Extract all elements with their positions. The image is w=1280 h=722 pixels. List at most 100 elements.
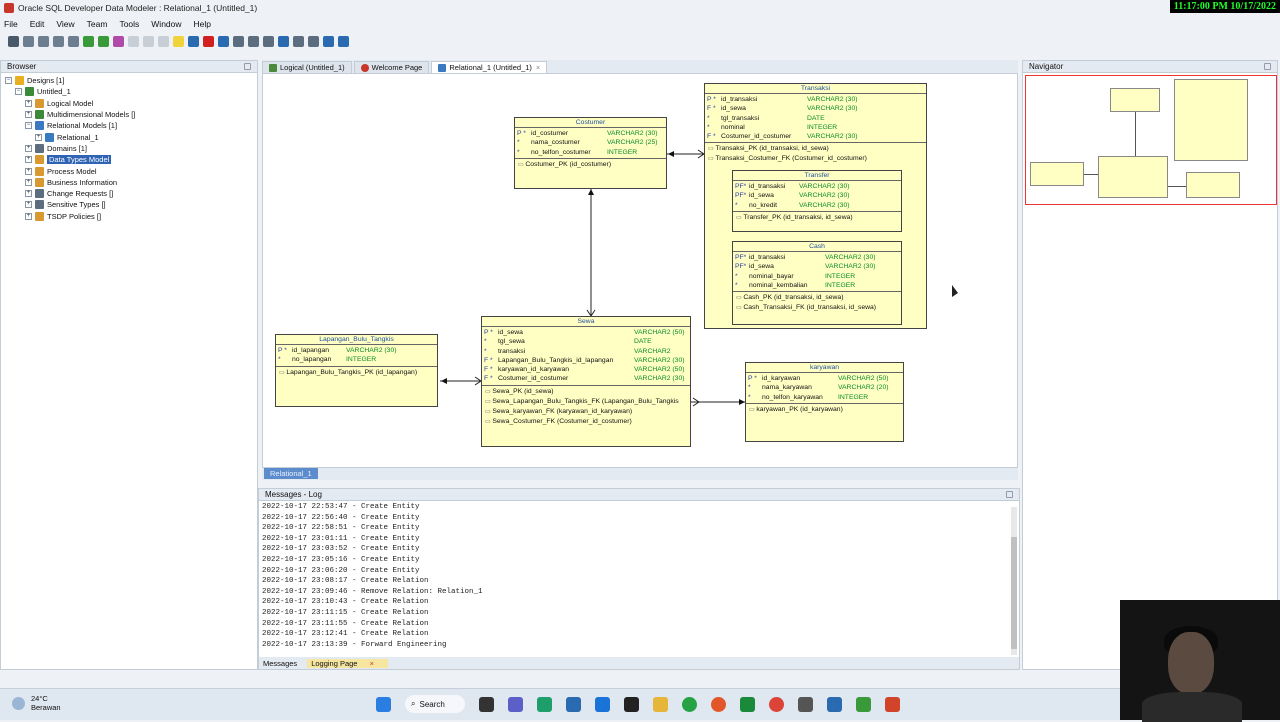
select-icon[interactable]: [8, 35, 19, 47]
taskbar-search[interactable]: ⌕Search: [405, 695, 465, 713]
delete-icon[interactable]: [203, 35, 214, 47]
picture-icon[interactable]: [143, 35, 154, 47]
expand-icon[interactable]: +: [25, 201, 32, 209]
notion-icon[interactable]: [624, 696, 639, 712]
menu-file[interactable]: File: [4, 18, 18, 29]
navigator-thumbnail[interactable]: [1025, 75, 1277, 205]
expand-icon[interactable]: +: [25, 156, 32, 164]
recorder-icon[interactable]: [885, 696, 900, 712]
firefox-icon[interactable]: [711, 696, 726, 712]
tab-messages[interactable]: Messages: [263, 658, 298, 668]
whatsapp-icon[interactable]: [682, 696, 697, 712]
tree-item[interactable]: +Data Types Model: [5, 154, 257, 165]
store-icon[interactable]: [566, 696, 581, 712]
expand-icon[interactable]: +: [25, 99, 32, 107]
engineer-icon[interactable]: [113, 35, 124, 47]
menu-edit[interactable]: Edit: [29, 18, 45, 29]
refresh-icon[interactable]: [278, 35, 289, 47]
task-view-icon[interactable]: [479, 696, 494, 712]
tab-relational-subview[interactable]: Relational_1: [264, 468, 318, 479]
windows-start-icon[interactable]: [376, 696, 391, 712]
tree-item[interactable]: +Domains [1]: [5, 143, 257, 154]
tab-logical[interactable]: Logical (Untitled_1): [262, 61, 352, 73]
arrow-right-icon[interactable]: [98, 35, 109, 47]
close-icon[interactable]: ×: [535, 62, 541, 72]
minimize-icon[interactable]: [244, 63, 251, 70]
tree-item[interactable]: +Multidimensional Models []: [5, 109, 257, 120]
split-icon[interactable]: [53, 35, 64, 47]
line-icon[interactable]: [158, 35, 169, 47]
menu-view[interactable]: View: [56, 18, 75, 29]
expand-icon[interactable]: +: [25, 167, 32, 175]
toolbar: [0, 32, 1280, 50]
fit-icon[interactable]: [263, 35, 274, 47]
menu-help[interactable]: Help: [193, 18, 211, 29]
expand-icon[interactable]: +: [35, 133, 42, 141]
terminal-icon[interactable]: [798, 696, 813, 712]
mail-icon[interactable]: [595, 696, 610, 712]
close-icon[interactable]: ×: [369, 658, 374, 668]
column-name: Costumer_id_costumer: [721, 133, 792, 141]
zoom-in-icon[interactable]: [233, 35, 244, 47]
new-table-icon[interactable]: [23, 35, 34, 47]
expand-icon[interactable]: +: [25, 111, 32, 119]
data-modeler-icon[interactable]: [856, 696, 871, 712]
note-icon[interactable]: [128, 35, 139, 47]
maximize-icon[interactable]: [1006, 491, 1013, 498]
log-line: 2022-10-17 23:10:43 - Create Relation: [262, 598, 429, 607]
tree-item[interactable]: −Untitled_1: [5, 86, 257, 97]
expand-icon[interactable]: +: [25, 178, 32, 186]
tab-logging-page[interactable]: Logging Page ×: [307, 658, 388, 668]
expand-icon[interactable]: +: [25, 212, 32, 220]
binoculars-icon[interactable]: [293, 35, 304, 47]
merge-icon[interactable]: [68, 35, 79, 47]
tree-item[interactable]: +Sensitive Types []: [5, 199, 257, 210]
menu-team[interactable]: Team: [86, 18, 108, 29]
forward-icon[interactable]: [338, 35, 349, 47]
expand-icon[interactable]: +: [25, 190, 32, 198]
expand-icon[interactable]: −: [15, 88, 22, 96]
tree-item[interactable]: −Relational Models [1]: [5, 120, 257, 131]
double-left-icon[interactable]: [218, 35, 229, 47]
tab-relational[interactable]: Relational_1 (Untitled_1)×: [431, 61, 548, 73]
menu-window[interactable]: Window: [151, 18, 182, 29]
tab-welcome[interactable]: Welcome Page: [353, 61, 430, 73]
minimize-icon[interactable]: [1264, 63, 1271, 70]
log-scrollbar[interactable]: [1011, 507, 1017, 655]
tree-item[interactable]: +Change Requests []: [5, 188, 257, 199]
expand-icon[interactable]: +: [25, 144, 32, 152]
entity-title: Costumer: [515, 118, 666, 128]
save-icon[interactable]: [188, 35, 199, 47]
new-view-icon[interactable]: [38, 35, 49, 47]
sql-developer-icon[interactable]: [827, 696, 842, 712]
back-icon[interactable]: [323, 35, 334, 47]
layout-icon[interactable]: [308, 35, 319, 47]
tree-item[interactable]: +Process Model: [5, 165, 257, 176]
chrome-icon[interactable]: [769, 696, 784, 712]
zoom-out-icon[interactable]: [248, 35, 259, 47]
camtasia-icon[interactable]: [740, 696, 755, 712]
tree-item[interactable]: +Relational_1: [5, 131, 257, 142]
tree-item[interactable]: +TSDP Policies []: [5, 211, 257, 222]
expand-icon[interactable]: −: [25, 122, 32, 130]
fk-icon[interactable]: [83, 35, 94, 47]
tree-item[interactable]: −Designs [1]: [5, 75, 257, 86]
edge-icon[interactable]: [537, 696, 552, 712]
file-explorer-icon[interactable]: [653, 696, 668, 712]
expand-icon[interactable]: −: [5, 77, 12, 85]
note-yellow-icon[interactable]: [173, 35, 184, 47]
tree-item[interactable]: +Logical Model: [5, 98, 257, 109]
teams-icon[interactable]: [508, 696, 523, 712]
menu-tools[interactable]: Tools: [119, 18, 140, 29]
tree-item[interactable]: +Business Information: [5, 177, 257, 188]
